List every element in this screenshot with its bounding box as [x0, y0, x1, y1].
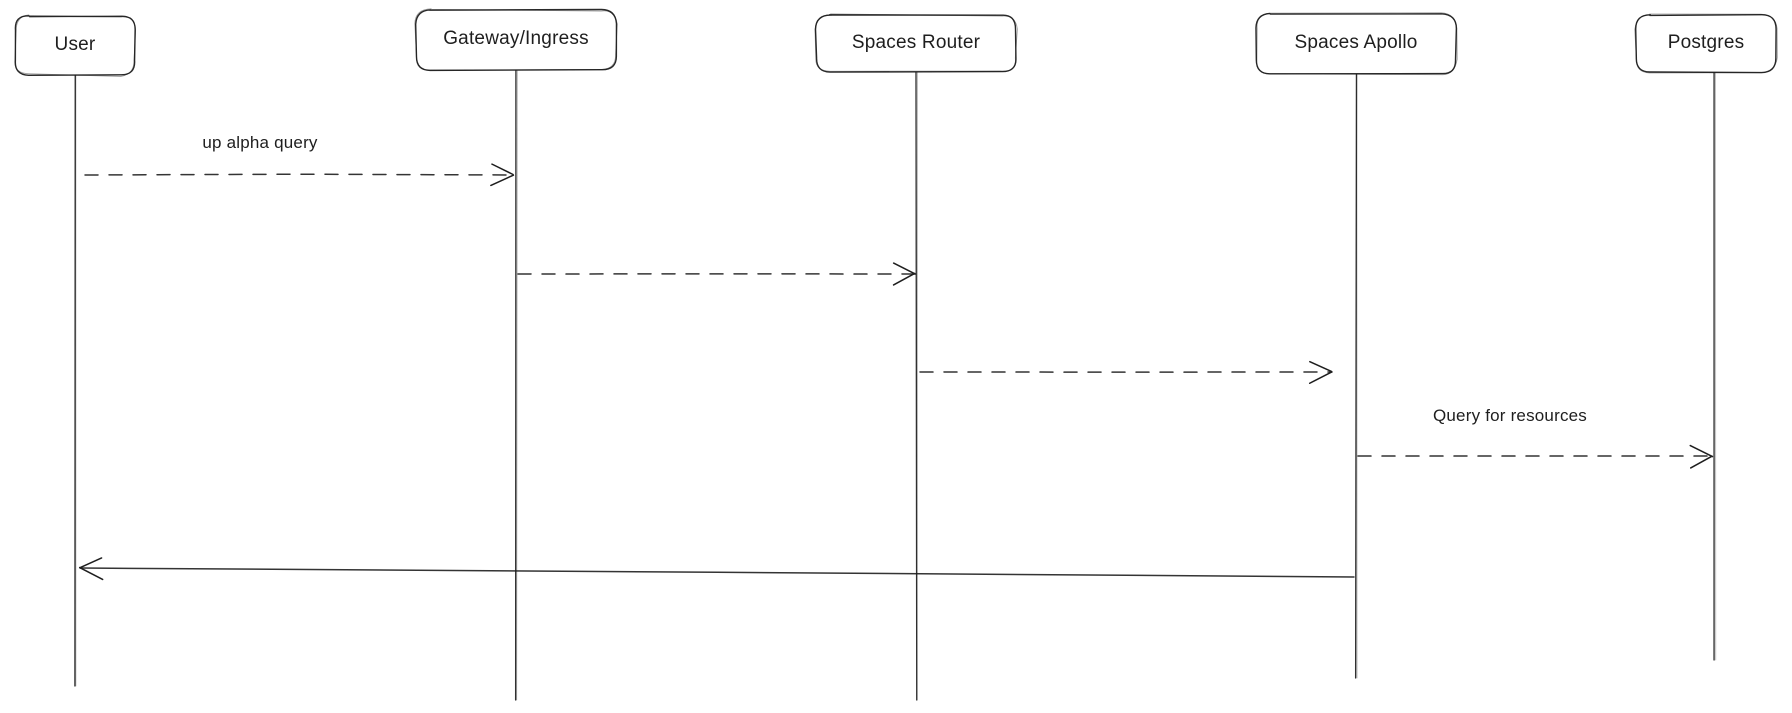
participant-box-gateway[interactable] — [414, 8, 618, 72]
box-outline-gateway — [414, 8, 618, 71]
box-outline-user — [14, 14, 137, 77]
message-msg-1[interactable] — [84, 163, 515, 187]
message-arrowhead-msg-2 — [892, 262, 916, 286]
box-outline-postgres — [1634, 13, 1778, 74]
box-outline-apollo — [1256, 12, 1458, 76]
lifeline-postgres — [1714, 72, 1717, 661]
lifeline-user — [73, 74, 76, 687]
message-msg-2[interactable] — [517, 262, 916, 286]
message-arrowhead-msg-4 — [1689, 444, 1714, 469]
message-msg-3[interactable] — [919, 360, 1333, 384]
lifeline-router — [915, 70, 918, 701]
box-outline-apollo — [1255, 12, 1458, 75]
box-outline-router — [814, 14, 1017, 73]
lifeline-postgres — [1713, 71, 1716, 661]
box-fill-apollo — [1255, 13, 1457, 75]
box-fill-postgres — [1635, 14, 1776, 73]
lifelines-layer — [73, 68, 1717, 701]
box-outline-router — [814, 13, 1018, 72]
message-msg-5[interactable] — [78, 557, 1355, 581]
box-outline-gateway — [414, 8, 618, 72]
box-fill-user — [14, 15, 136, 75]
box-outline-postgres — [1635, 14, 1777, 74]
lifeline-gateway — [516, 69, 518, 701]
message-line-msg-1 — [84, 173, 514, 176]
participant-box-apollo[interactable] — [1255, 12, 1458, 76]
participant-box-postgres[interactable] — [1634, 13, 1778, 74]
box-outline-user — [14, 15, 136, 77]
message-msg-4[interactable] — [1357, 444, 1714, 469]
message-arrowhead-msg-1 — [490, 163, 515, 187]
participant-boxes-layer — [14, 8, 1778, 77]
message-arrowhead-msg-5 — [78, 557, 104, 581]
messages-layer — [78, 163, 1714, 581]
box-fill-gateway — [416, 9, 616, 71]
participant-box-user[interactable] — [14, 14, 137, 77]
message-arrowhead-msg-3 — [1308, 360, 1333, 384]
box-fill-router — [815, 14, 1016, 73]
participant-box-router[interactable] — [814, 13, 1018, 73]
lifeline-apollo — [1354, 73, 1358, 679]
message-line-msg-5 — [79, 567, 1355, 578]
